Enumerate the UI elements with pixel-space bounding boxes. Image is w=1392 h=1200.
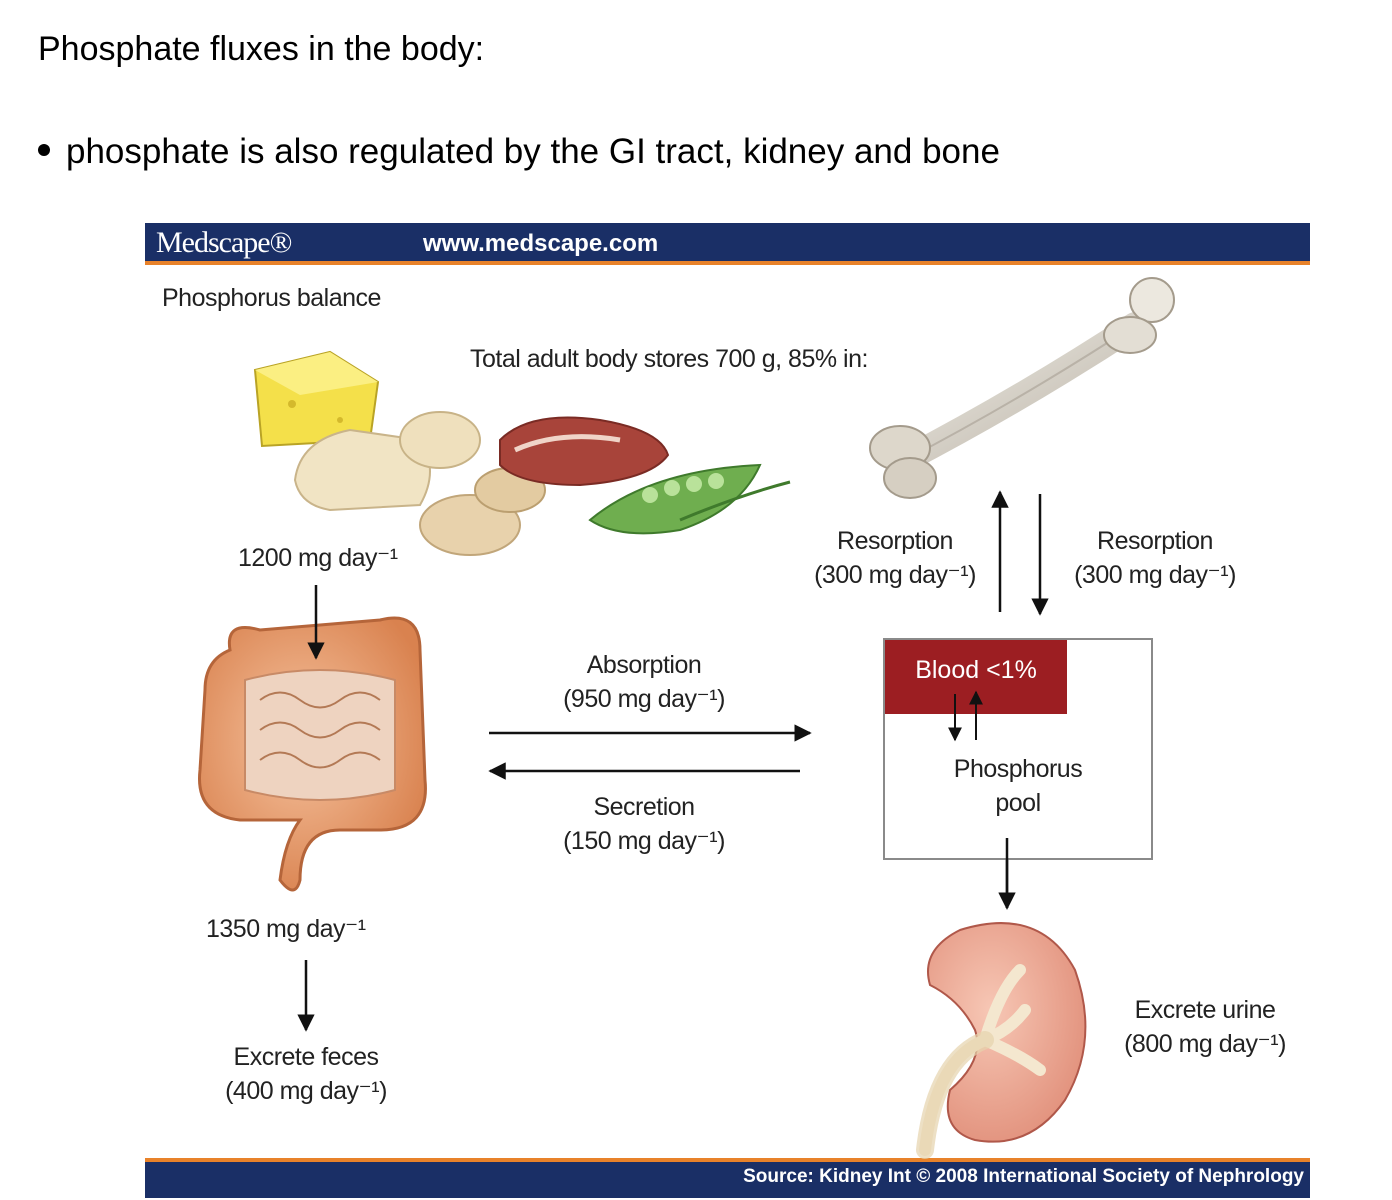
intestine-illustration xyxy=(198,616,427,892)
absorption-value: (950 mg day⁻¹) xyxy=(563,685,725,713)
kidney-illustration xyxy=(916,922,1087,1159)
resorption-right-title: Resorption xyxy=(1097,527,1213,555)
medscape-logo: Medscape® xyxy=(156,226,292,259)
resorption-left-label: Resorption (300 mg day⁻¹) xyxy=(790,524,1000,592)
blood-label: Blood <1% xyxy=(915,656,1037,684)
resorption-right-value: (300 mg day⁻¹) xyxy=(1074,561,1236,589)
slide-title: Phosphate fluxes in the body: xyxy=(38,30,485,68)
bullet-dot-icon xyxy=(38,143,50,156)
feces-label: Excrete feces (400 mg day⁻¹) xyxy=(196,1040,416,1108)
bullet-text: phosphate is also regulated by the GI tr… xyxy=(66,132,1000,171)
feces-value: (400 mg day⁻¹) xyxy=(225,1077,387,1105)
resorption-left-value: (300 mg day⁻¹) xyxy=(814,561,976,589)
absorption-title: Absorption xyxy=(586,651,702,679)
flow-arrows xyxy=(297,490,1049,1032)
absorption-label: Absorption (950 mg day⁻¹) xyxy=(534,648,754,716)
medscape-url: www.medscape.com xyxy=(423,230,659,257)
resorption-right-label: Resorption (300 mg day⁻¹) xyxy=(1050,524,1260,592)
feces-title: Excrete feces xyxy=(233,1043,379,1071)
figure-subtitle: Phosphorus balance xyxy=(162,284,381,312)
secretion-label: Secretion (150 mg day⁻¹) xyxy=(534,790,754,858)
pool-line-1: Phosphorus xyxy=(953,755,1083,783)
bullet-point: phosphate is also regulated by the GI tr… xyxy=(38,132,1000,172)
secretion-title: Secretion xyxy=(593,793,695,821)
pool-line-2: pool xyxy=(995,789,1041,817)
gut-output-label: 1350 mg day⁻¹ xyxy=(206,915,366,943)
intake-label: 1200 mg day⁻¹ xyxy=(238,544,398,572)
urine-title: Excrete urine xyxy=(1134,996,1276,1024)
secretion-value: (150 mg day⁻¹) xyxy=(563,827,725,855)
phosphorus-pool-label: Phosphorus pool xyxy=(918,752,1118,820)
figure-source: Source: Kidney Int © 2008 International … xyxy=(743,1166,1304,1187)
figure-header-bar xyxy=(145,223,1310,265)
figure-footer-bar xyxy=(145,1158,1310,1198)
food-illustration xyxy=(253,350,791,556)
body-stores-label: Total adult body stores 700 g, 85% in: xyxy=(470,345,868,373)
bone-illustration xyxy=(869,277,1175,499)
urine-label: Excrete urine (800 mg day⁻¹) xyxy=(1095,993,1315,1061)
urine-value: (800 mg day⁻¹) xyxy=(1124,1030,1286,1058)
resorption-left-title: Resorption xyxy=(837,527,953,555)
